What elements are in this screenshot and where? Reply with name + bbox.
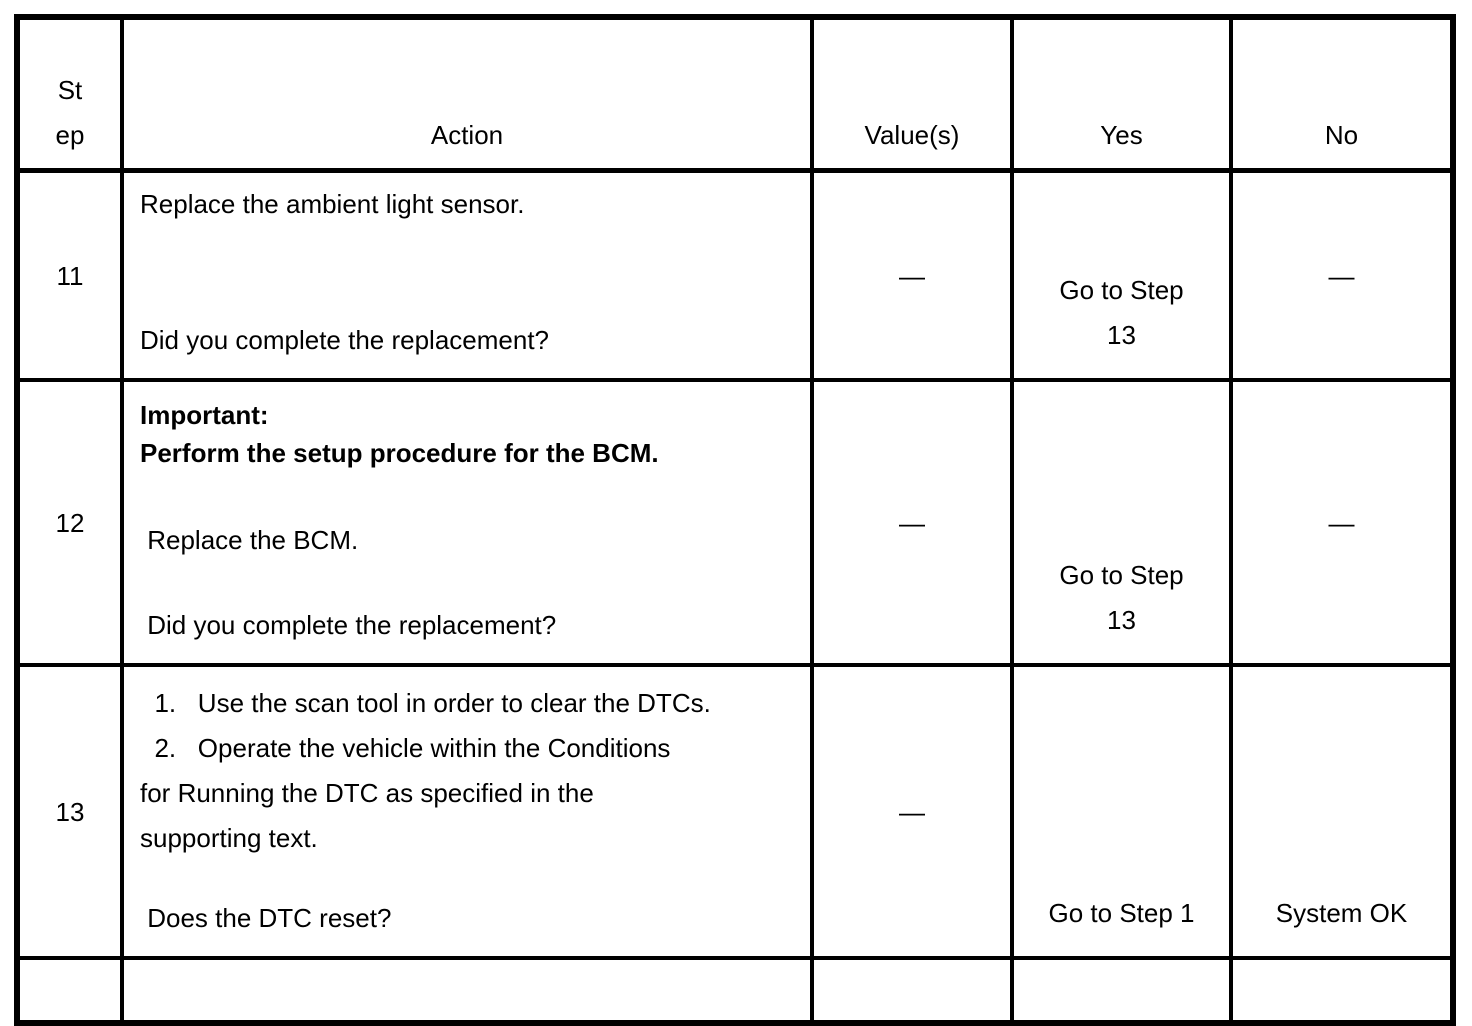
partial-next-row-step-cell	[20, 960, 124, 1020]
header-cell-yes: Yes	[1014, 20, 1233, 173]
action-cell: 1. Use the scan tool in order to clear t…	[124, 667, 814, 960]
partial-next-row-yes-cell	[1014, 960, 1233, 1020]
action-numbered-list: 1. Use the scan tool in order to clear t…	[140, 688, 711, 853]
action-important-note: Important: Perform the setup procedure f…	[140, 400, 659, 468]
yes-cell: Go to Step 1	[1014, 667, 1233, 960]
value-cell: —	[814, 173, 1014, 382]
partial-next-row-value-cell	[814, 960, 1014, 1020]
action-question: Did you complete the replacement?	[140, 325, 550, 355]
partial-next-row-no-cell	[1233, 960, 1450, 1020]
step-number-cell: 13	[20, 667, 124, 960]
diagnostic-table: St ep Action Value(s) Yes No 11 Replace …	[14, 14, 1456, 1026]
action-cell: Replace the ambient light sensor. Did yo…	[124, 173, 814, 382]
header-cell-no: No	[1233, 20, 1450, 173]
action-instruction: Replace the BCM.	[140, 525, 359, 555]
no-cell: System OK	[1233, 667, 1450, 960]
value-cell: —	[814, 667, 1014, 960]
header-cell-values: Value(s)	[814, 20, 1014, 173]
header-cell-step: St ep	[20, 20, 124, 173]
page: { "colors": { "border": "#000000", "text…	[14, 14, 1456, 1026]
action-question: Does the DTC reset?	[140, 903, 392, 933]
action-question: Did you complete the replacement?	[140, 610, 557, 640]
step-number-cell: 12	[20, 382, 124, 667]
action-cell: Important: Perform the setup procedure f…	[124, 382, 814, 667]
partial-next-row-action-cell	[124, 960, 814, 1020]
yes-cell: Go to Step 13	[1014, 382, 1233, 667]
step-number-cell: 11	[20, 173, 124, 382]
action-instruction: Replace the ambient light sensor.	[140, 189, 525, 219]
no-cell: —	[1233, 382, 1450, 667]
yes-cell: Go to Step 13	[1014, 173, 1233, 382]
value-cell: —	[814, 382, 1014, 667]
header-cell-action: Action	[124, 20, 814, 173]
no-cell: —	[1233, 173, 1450, 382]
